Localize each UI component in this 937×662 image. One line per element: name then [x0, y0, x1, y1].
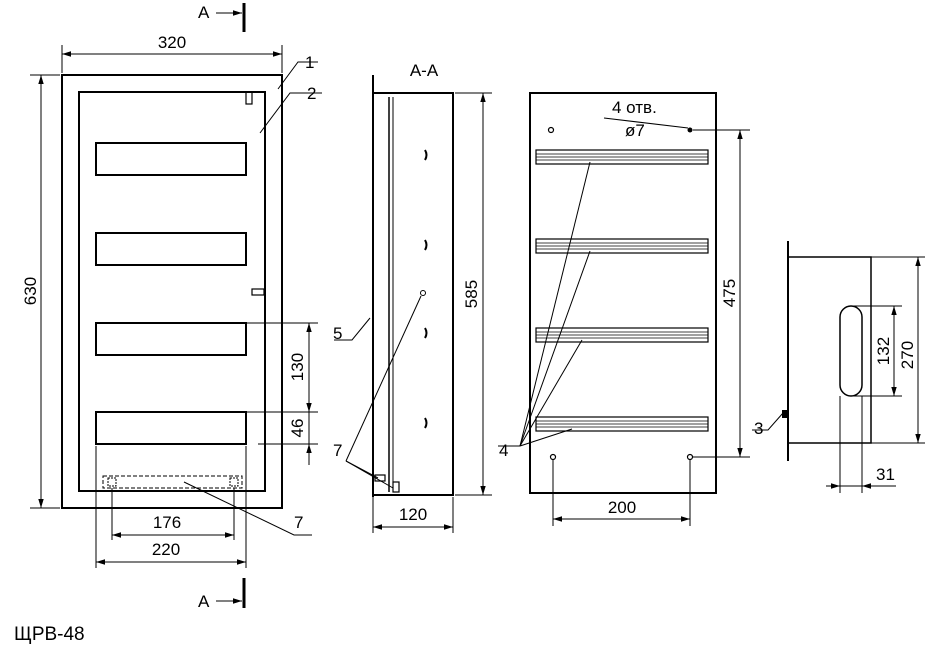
din-rail-3: [535, 327, 709, 343]
holes-count: 4 отв.: [612, 98, 657, 117]
callout-6: 7: [294, 513, 303, 532]
leader-4b: [519, 250, 591, 447]
din-rail-1: [535, 149, 709, 165]
din-rail-4: [535, 416, 709, 432]
leader-3: [752, 412, 784, 431]
breaker-window-4: [95, 411, 247, 445]
section-arrow-label-bottom: А: [198, 592, 210, 611]
leader-7c: [345, 460, 394, 489]
section-label: А-А: [410, 61, 439, 80]
mounting-bracket: [102, 475, 243, 489]
breaker-window-2: [95, 232, 247, 266]
dim-front-width: 320: [158, 33, 186, 52]
dim-hole-spacing: 200: [608, 498, 636, 517]
bracket-hole-left: [107, 477, 117, 487]
mounting-panel: [529, 92, 717, 494]
dim-bracket-width: 176: [153, 513, 181, 532]
dim-spacing: 130: [288, 353, 307, 381]
panel-hole-top-right: [687, 127, 693, 133]
holes-leader: [603, 117, 689, 129]
rail-clip-4: [424, 417, 428, 429]
dim-opening-width: 220: [152, 540, 180, 559]
dim-section-depth: 120: [399, 505, 427, 524]
callout-5: 5: [333, 324, 342, 343]
dim-front-height: 630: [21, 277, 40, 305]
section-bracket: [392, 481, 400, 493]
leader-5: [334, 317, 371, 341]
door-lock: [251, 288, 265, 296]
side-fastener: [782, 410, 787, 418]
holes-diameter: ø7: [625, 121, 645, 140]
din-rail-2: [535, 238, 709, 254]
section-arrow-label-top: А: [198, 3, 210, 22]
dim-bottom-gap: 46: [288, 419, 307, 438]
leader-1: [277, 61, 318, 90]
callout-2: 2: [307, 84, 316, 103]
leader-4a: [519, 161, 591, 447]
breaker-window-3: [95, 322, 247, 356]
panel-hole-top-left: [547, 126, 555, 134]
dim-rail-height: 475: [720, 279, 739, 307]
leader-4c: [519, 339, 583, 447]
rail-clip-1: [424, 149, 428, 161]
dim-side-height: 270: [898, 341, 917, 369]
section-body: [372, 92, 454, 496]
cable-entry-slot: [839, 305, 863, 397]
panel-hole-bottom-right: [686, 453, 694, 461]
callout-1: 1: [305, 53, 314, 72]
leader-4d: [519, 428, 573, 447]
panel-view: 4 4 отв. ø7 475 200: [498, 92, 750, 526]
breaker-window-1: [95, 142, 247, 176]
bracket-hole-right: [229, 477, 239, 487]
rail-clip-3: [424, 327, 428, 339]
hinge-top: [245, 91, 253, 105]
side-body: [787, 256, 872, 444]
leader-6: [183, 481, 312, 536]
rail-clip-2: [424, 239, 428, 251]
leader-2: [259, 92, 322, 134]
front-view: 320 630 130 46 176 220 А А 1: [21, 3, 322, 611]
front-outer-frame: [61, 74, 283, 509]
dim-slot-offset: 31: [876, 465, 895, 484]
callout-4: 4: [499, 441, 508, 460]
leader-7a: [345, 295, 422, 462]
product-caption: ЩРВ-48: [14, 624, 85, 645]
dim-section-height: 585: [462, 280, 481, 308]
callout-7: 7: [333, 441, 342, 460]
side-view: 270 132 31 3: [752, 241, 925, 493]
dim-slot-height: 132: [874, 337, 893, 365]
section-view: А-А 585 120 5 7: [333, 61, 492, 533]
front-door: [78, 91, 266, 492]
section-hole: [420, 290, 426, 296]
callout-3: 3: [754, 419, 763, 438]
panel-hole-bottom-left: [549, 453, 557, 461]
